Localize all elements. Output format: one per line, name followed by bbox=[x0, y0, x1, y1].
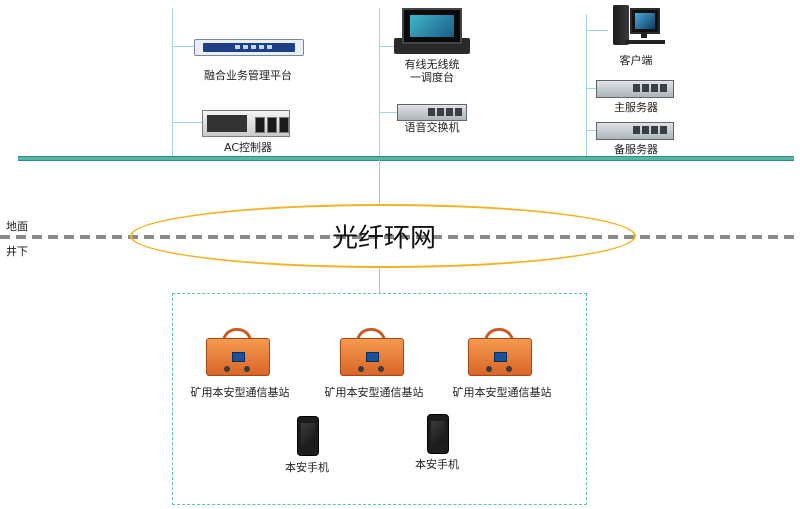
base-station-label: 矿用本安型通信基站 bbox=[452, 386, 552, 399]
handset-device bbox=[427, 414, 449, 454]
backup-server-device bbox=[596, 122, 674, 140]
voice-switch-branch bbox=[379, 112, 397, 113]
backbone-bus bbox=[18, 156, 794, 161]
fusion-platform-label: 融合业务管理平台 bbox=[204, 69, 292, 82]
backup-server-label: 备服务器 bbox=[614, 143, 658, 156]
base-station-device bbox=[468, 328, 532, 376]
base-station-label: 矿用本安型通信基站 bbox=[190, 386, 290, 399]
base-station-label: 矿用本安型通信基站 bbox=[324, 386, 424, 399]
client-keyboard bbox=[625, 40, 665, 44]
voice-switch-label: 语音交换机 bbox=[404, 121, 460, 134]
voice-switch-device bbox=[397, 104, 467, 121]
client-tower-device bbox=[613, 5, 629, 45]
client-branch bbox=[586, 30, 608, 31]
backup-server-branch bbox=[586, 130, 596, 131]
fusion-platform-device bbox=[194, 39, 304, 56]
server-connector bbox=[586, 14, 587, 158]
handset-label: 本安手机 bbox=[285, 461, 329, 474]
dispatch-console-label-line1: 有线无线统 bbox=[404, 58, 460, 71]
bus-to-ring-line bbox=[379, 160, 380, 204]
base-station-device bbox=[206, 328, 270, 376]
primary-server-branch bbox=[586, 88, 596, 89]
dispatch-console-screen bbox=[402, 8, 462, 44]
fusion-platform-branch bbox=[172, 46, 194, 47]
base-station-device bbox=[340, 328, 404, 376]
ring-to-underground-line bbox=[379, 268, 380, 294]
console-connector bbox=[379, 8, 380, 158]
fiber-ring bbox=[130, 204, 636, 268]
handset-label: 本安手机 bbox=[415, 458, 459, 471]
handset-device bbox=[297, 416, 319, 456]
console-branch bbox=[379, 46, 395, 47]
dispatch-console-label-line2: 一调度台 bbox=[410, 71, 454, 84]
underground-area bbox=[172, 293, 587, 505]
ac-controller-device bbox=[202, 110, 290, 137]
client-monitor-stand bbox=[641, 32, 647, 38]
client-label: 客户端 bbox=[619, 54, 653, 67]
fusion-platform-connector bbox=[172, 8, 173, 158]
underground-label: 井下 bbox=[6, 245, 28, 258]
ac-controller-label: AC控制器 bbox=[223, 141, 273, 154]
primary-server-device bbox=[596, 80, 674, 98]
primary-server-label: 主服务器 bbox=[614, 101, 658, 114]
surface-label: 地面 bbox=[6, 220, 28, 233]
ac-controller-branch bbox=[172, 122, 202, 123]
fiber-ring-label: 光纤环网 bbox=[331, 223, 437, 254]
client-monitor-device bbox=[630, 8, 660, 34]
